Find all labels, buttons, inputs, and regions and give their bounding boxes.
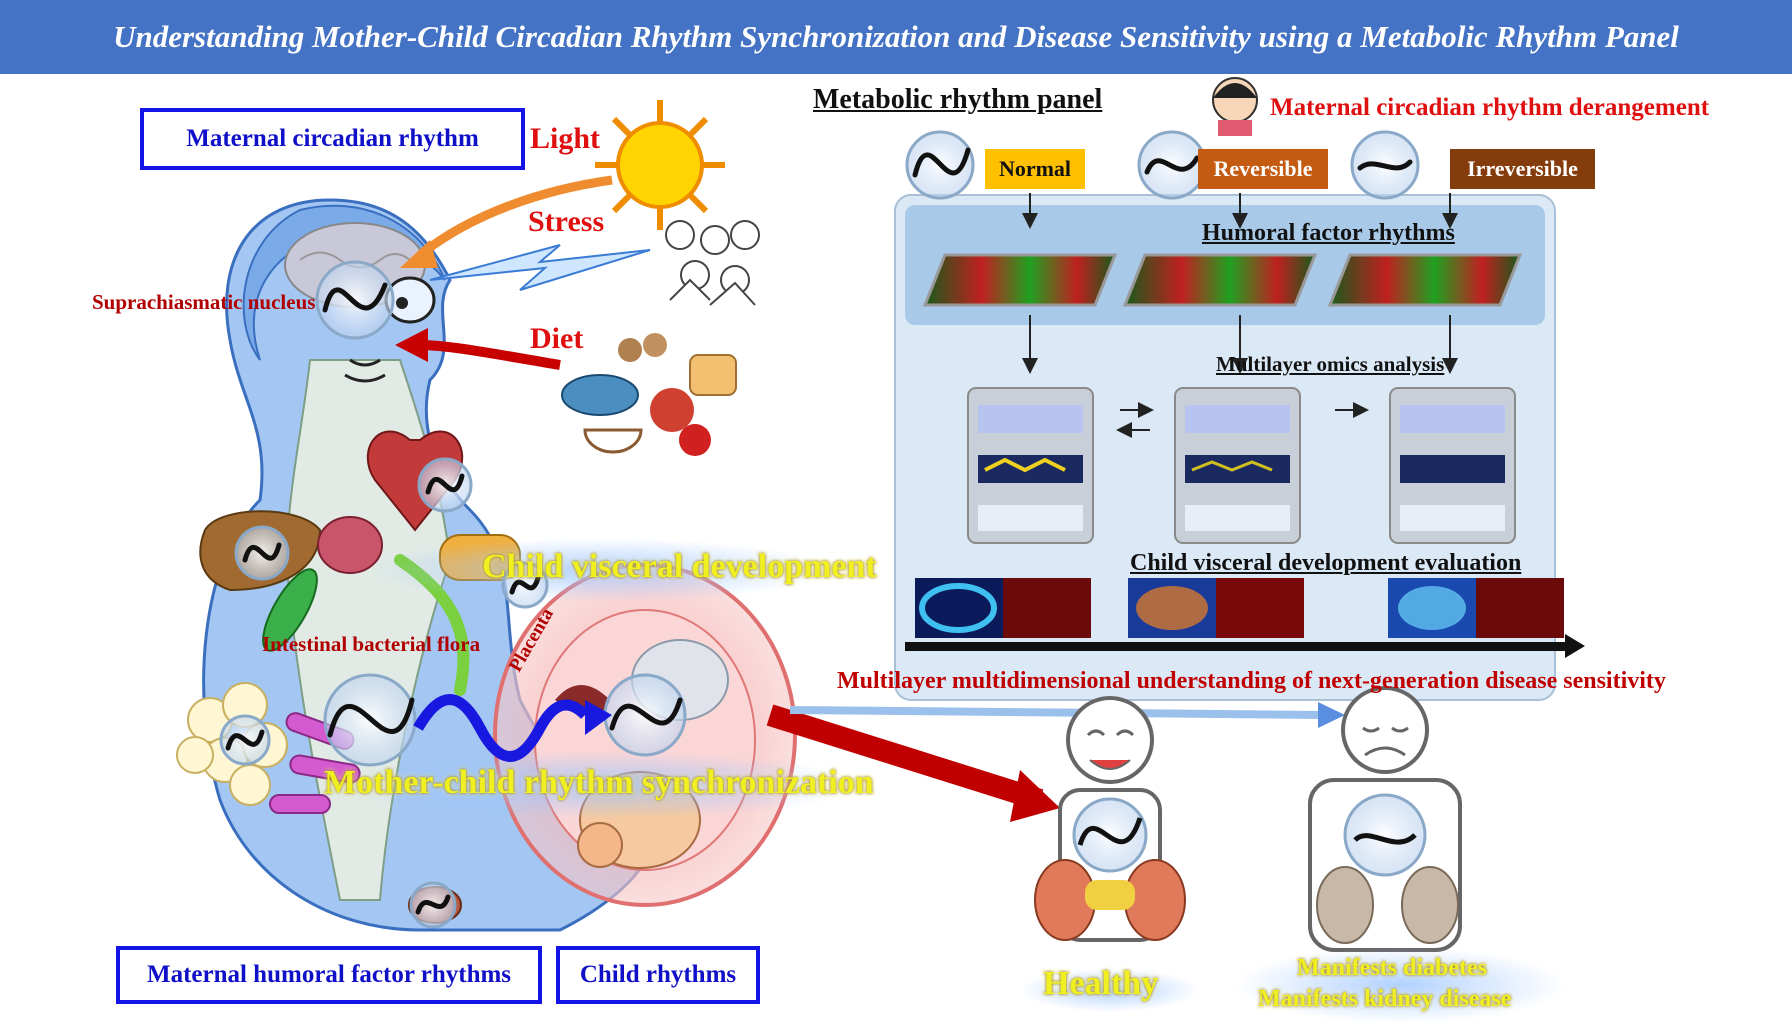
state-normal-label: Normal	[998, 156, 1072, 181]
child-rhythms-label: Child rhythms	[579, 961, 737, 988]
diagram-artwork	[176, 77, 1585, 1023]
state-normal: Normal	[985, 149, 1085, 189]
diabetes-label: Manifests diabetes	[1297, 955, 1487, 981]
bacteria-icon	[262, 568, 318, 652]
omics-label: Multilayer omics analysis	[1216, 352, 1445, 376]
diet-label: Diet	[530, 322, 584, 355]
healthy-label: Healthy	[1043, 965, 1159, 1002]
scn-label: Suprachiasmatic nucleus	[92, 290, 316, 314]
state-reversible-label: Reversible	[1213, 156, 1313, 181]
evaluation-label: Child visceral development evaluation	[1130, 550, 1522, 576]
maternal-humoral-label: Maternal humoral factor rhythms	[146, 961, 512, 988]
kidney-label: Manifests kidney disease	[1258, 986, 1512, 1012]
sync-label: Mother-child rhythm synchronization	[324, 764, 874, 801]
humoral-heatmaps	[922, 253, 1523, 307]
title-banner: Understanding Mother-Child Circadian Rhy…	[0, 0, 1792, 74]
diet-arrow	[419, 340, 561, 370]
woman-icon	[1212, 77, 1258, 136]
food-icon	[561, 333, 737, 456]
state-irreversible-label: Irreversible	[1467, 156, 1578, 181]
sensitivity-label: Multilayer multidimensional understandin…	[837, 668, 1666, 694]
child-rhythms-box: Child rhythms	[556, 946, 760, 1004]
tissue-images	[915, 578, 1564, 638]
flora-label: Intestinal bacterial flora	[262, 632, 481, 656]
stress-crowd-icon	[665, 220, 760, 306]
stress-bolt	[429, 244, 651, 291]
state-irreversible: Irreversible	[1450, 149, 1595, 189]
light-label: Light	[530, 122, 601, 155]
sync-wave	[413, 694, 589, 762]
sun-icon	[595, 100, 725, 230]
humoral-rhythms-label: Humoral factor rhythms	[1202, 220, 1455, 246]
stress-label: Stress	[528, 205, 605, 238]
maternal-circadian-label: Maternal circadian rhythm	[186, 125, 479, 152]
kidney-icon	[1034, 859, 1186, 941]
maternal-circadian-box: Maternal circadian rhythm	[140, 108, 525, 170]
panel-title: Metabolic rhythm panel	[813, 84, 1103, 115]
light-arrow	[417, 175, 613, 259]
state-reversible: Reversible	[1198, 149, 1328, 189]
child-visceral-label: Child visceral development	[482, 548, 877, 585]
page-title: Understanding Mother-Child Circadian Rhy…	[113, 19, 1679, 54]
derangement-label: Maternal circadian rhythm derangement	[1270, 94, 1710, 121]
maternal-humoral-box: Maternal humoral factor rhythms	[116, 946, 542, 1004]
